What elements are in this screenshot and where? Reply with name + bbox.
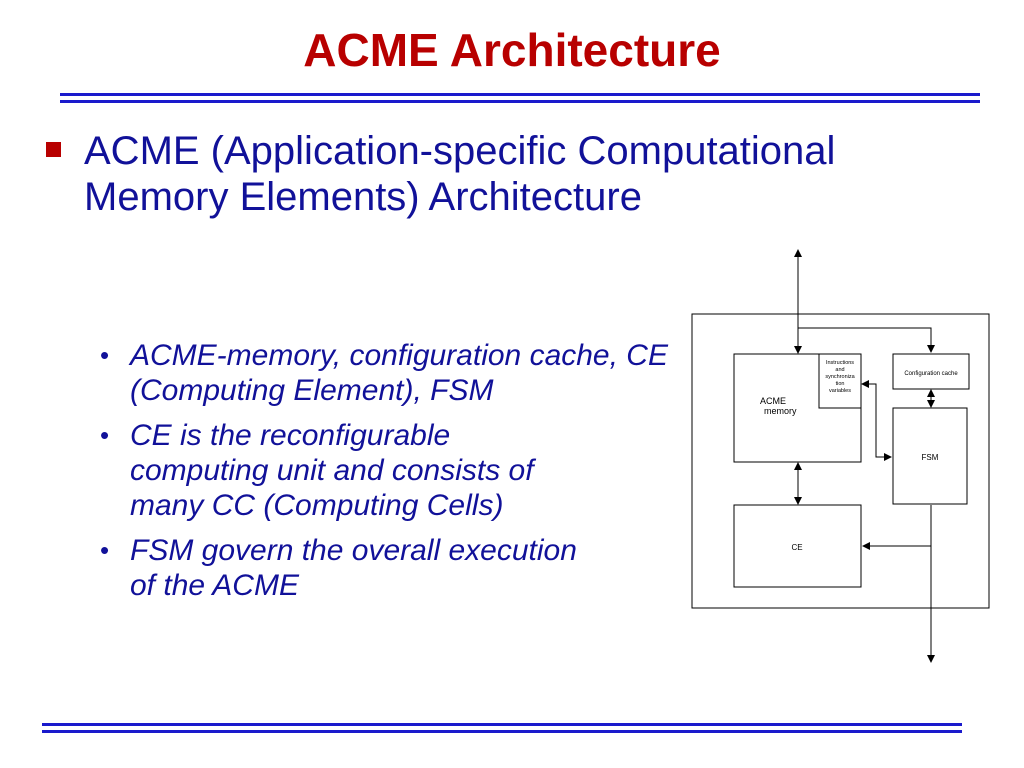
top-rule bbox=[60, 93, 980, 96]
ce-box bbox=[733, 504, 862, 588]
bullet-dot-icon: • bbox=[100, 420, 110, 450]
fsm-label: FSM bbox=[922, 453, 939, 462]
sub-bullet-text: CE is the reconfigurable computing unit … bbox=[130, 419, 534, 522]
architecture-diagram: ACME memory Instructions and synchroniza… bbox=[690, 244, 995, 668]
main-bullet-text: ACME (Application-specific Computational… bbox=[84, 129, 836, 219]
acme-memory-label: memory bbox=[764, 406, 797, 416]
instructions-label: Instructions bbox=[826, 360, 854, 366]
acme-memory-label: ACME bbox=[760, 396, 786, 406]
slide-title: ACME Architecture bbox=[303, 24, 721, 76]
sub-bullet-item: • ACME-memory, configuration cache, CE (… bbox=[100, 338, 700, 408]
instructions-label: synchroniza bbox=[825, 374, 855, 380]
fsm-box bbox=[892, 407, 968, 505]
instructions-label: tion bbox=[836, 381, 845, 387]
sub-bullet-item: • CE is the reconfigurable computing uni… bbox=[100, 418, 700, 523]
memory-to-config-arrow bbox=[798, 327, 935, 353]
config-cache-label: Configuration cache bbox=[904, 371, 958, 377]
bullet-dot-icon: • bbox=[100, 340, 110, 370]
instructions-label: variables bbox=[829, 388, 851, 394]
instructions-label: and bbox=[835, 367, 844, 373]
top-rule-2 bbox=[60, 100, 980, 103]
bottom-rule bbox=[42, 723, 962, 726]
sub-bullet-text: FSM govern the overall execution of the … bbox=[130, 534, 577, 602]
instructions-box bbox=[818, 353, 862, 409]
sub-bullet-list: • ACME-memory, configuration cache, CE (… bbox=[100, 338, 700, 613]
square-bullet-icon bbox=[46, 142, 61, 157]
bullet-dot-icon: • bbox=[100, 535, 110, 565]
instr-to-fsm-arrow bbox=[861, 380, 892, 461]
sub-bullet-text: ACME-memory, configuration cache, CE (Co… bbox=[130, 339, 668, 407]
bottom-rule-2 bbox=[42, 730, 962, 733]
ce-label: CE bbox=[791, 543, 802, 552]
sub-bullet-item: • FSM govern the overall execution of th… bbox=[100, 533, 700, 603]
